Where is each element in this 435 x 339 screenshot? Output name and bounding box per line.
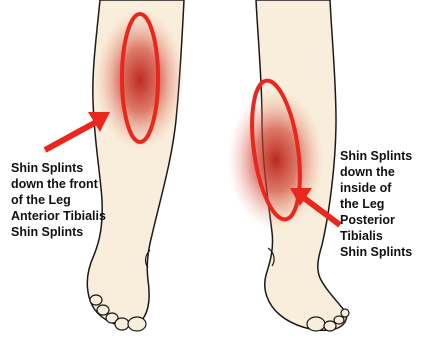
right-leg: [228, 0, 349, 331]
label-line: Shin Splints: [340, 245, 412, 259]
label-line: the Leg: [340, 197, 384, 211]
label-line: Shin Splints: [11, 225, 83, 239]
left-pain-area: [95, 10, 185, 150]
label-line: Shin Splints: [11, 161, 83, 175]
label-line: down the: [340, 165, 395, 179]
label-line: of the Leg: [11, 193, 71, 207]
label-line: Shin Splints: [340, 149, 412, 163]
label-line: Posterior: [340, 213, 395, 227]
label-line: down the front: [11, 177, 98, 191]
label-line: Anterior Tibialis: [11, 209, 106, 223]
right-pain-area: [228, 90, 324, 230]
left-arrow-icon: [45, 120, 100, 150]
label-line: inside of: [340, 181, 391, 195]
label-line: Tibialis: [340, 229, 383, 243]
